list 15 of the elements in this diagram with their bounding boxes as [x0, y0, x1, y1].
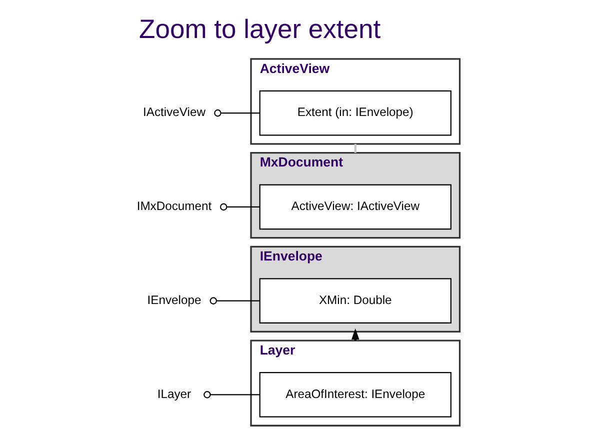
connector: [219, 203, 260, 211]
node-box: Extent (in: IEnvelope): [258, 90, 451, 136]
connector: [214, 109, 260, 117]
diagram-title: Zoom to layer extent: [138, 14, 380, 44]
node-text: IMxDocument: [136, 199, 212, 214]
node-box: AreaOfInterest: IEnvelope: [258, 372, 451, 418]
node-box: XMin: Double: [258, 278, 451, 324]
connector: [209, 297, 260, 304]
node-text: IEnvelope: [146, 292, 201, 307]
node-text: ILayer: [156, 386, 191, 401]
node-text: IActiveView: [142, 105, 205, 120]
connector: [203, 391, 260, 398]
connector: [354, 144, 356, 153]
arrow: [351, 328, 359, 341]
node-box: ActiveView: IActiveView: [258, 184, 451, 230]
